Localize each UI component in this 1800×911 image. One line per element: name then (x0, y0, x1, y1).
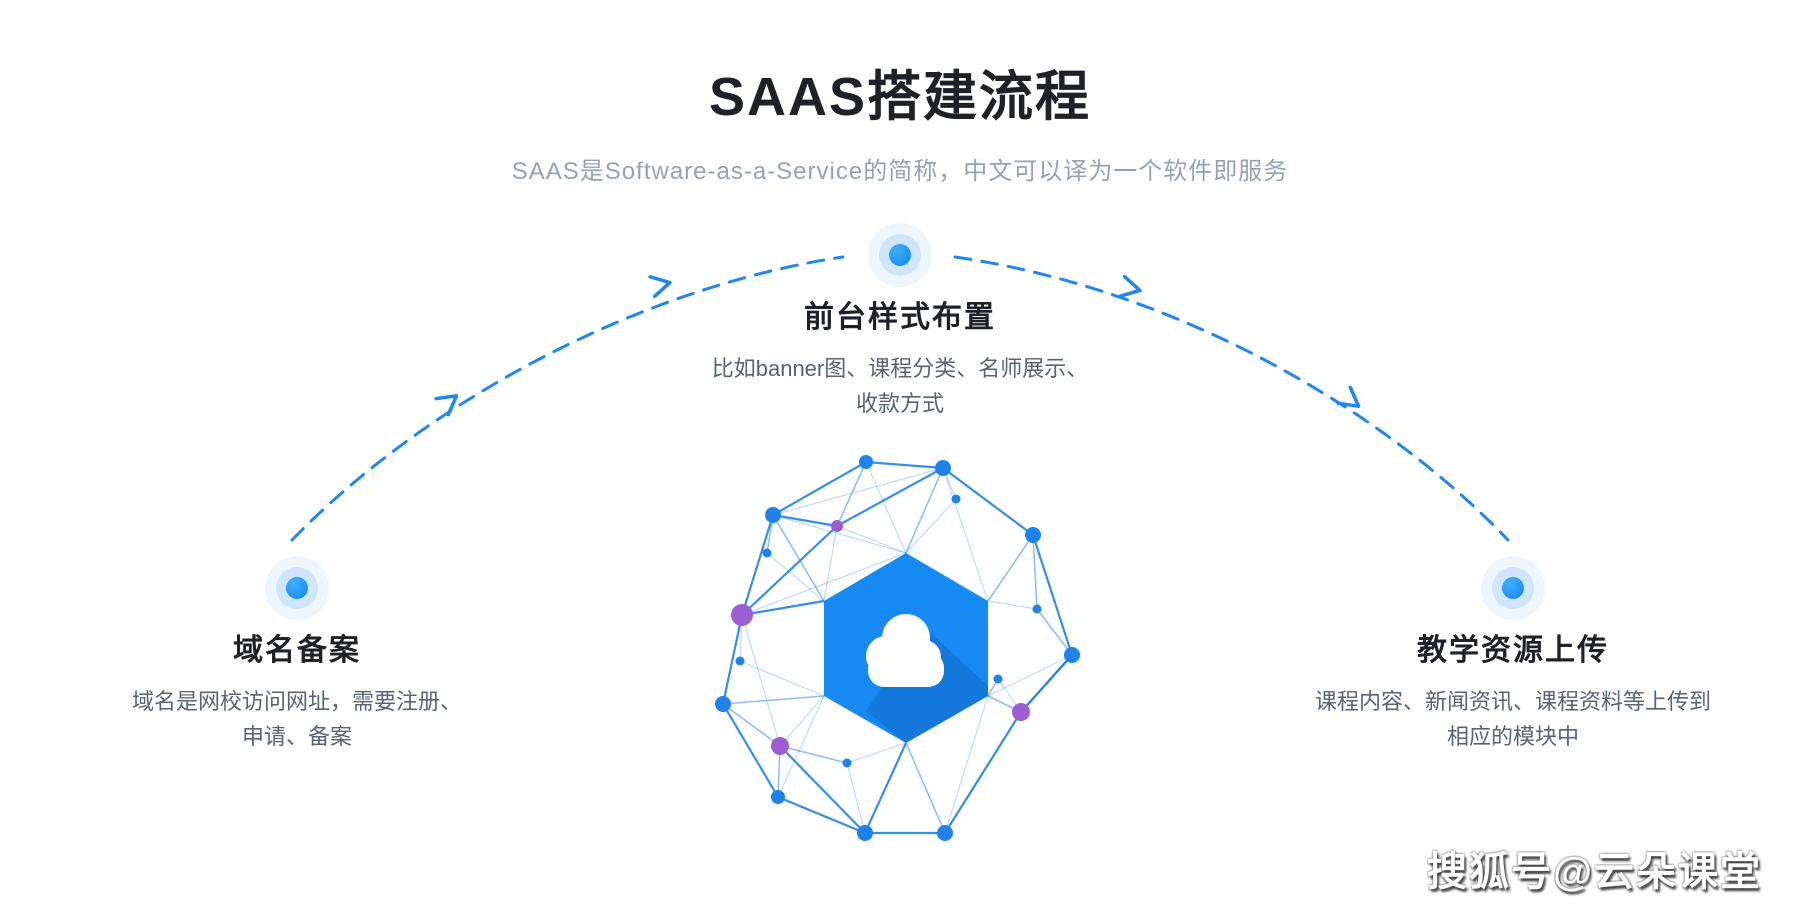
step-desc-line: 域名是网校访问网址，需要注册、 (131, 689, 462, 714)
network-sphere-graphic (715, 455, 1080, 841)
network-ring (721, 460, 1074, 835)
step-marker-dot-icon (868, 223, 932, 287)
step-resource-upload: 教学资源上传 课程内容、新闻资讯、课程资料等上传到 相应的模块中 (1233, 556, 1793, 754)
flow-arc-right (953, 255, 1510, 542)
step-desc-line: 收款方式 (855, 391, 944, 416)
step-title: 教学资源上传 (1417, 634, 1609, 667)
flow-arc-left (290, 255, 845, 542)
step-desc-line: 申请、备案 (241, 724, 352, 749)
step-marker-dot-icon (265, 556, 329, 620)
page-title: SAAS搭建流程 (708, 67, 1092, 127)
arrowhead-icon (434, 394, 459, 417)
step-title: 域名备案 (233, 634, 361, 667)
arrowhead-icon (1336, 385, 1361, 408)
arrowhead-icon (648, 275, 672, 299)
arrowhead-icon (1118, 274, 1142, 298)
hexagon-shape (824, 553, 988, 743)
step-frontend-layout: 前台样式布置 比如banner图、课程分类、名师展示、 收款方式 (620, 223, 1180, 421)
step-desc-line: 比如banner图、课程分类、名师展示、 (711, 356, 1089, 381)
step-desc-line: 课程内容、新闻资讯、课程资料等上传到 (1314, 689, 1711, 714)
purple-node (771, 737, 789, 755)
purple-node (831, 520, 843, 532)
header: SAAS搭建流程 SAAS是Software-as-a-Service的简称，中… (0, 52, 1800, 186)
step-desc-line: 相应的模块中 (1446, 724, 1579, 749)
cloud-icon (866, 614, 944, 687)
page-subtitle: SAAS是Software-as-a-Service的简称，中文可以译为一个软件… (511, 158, 1289, 185)
step-title: 前台样式布置 (804, 301, 996, 334)
step-marker-dot-icon (1481, 556, 1545, 620)
network-nodes (715, 455, 1080, 841)
purple-node (731, 604, 753, 626)
purple-node (1012, 703, 1030, 721)
watermark: 搜狐号@云朵课堂 (1426, 850, 1762, 894)
step-domain-registration: 域名备案 域名是网校访问网址，需要注册、 申请、备案 (17, 556, 577, 754)
step-description: 比如banner图、课程分类、名师展示、 收款方式 (620, 351, 1180, 421)
step-description: 域名是网校访问网址，需要注册、 申请、备案 (17, 684, 577, 754)
step-description: 课程内容、新闻资讯、课程资料等上传到 相应的模块中 (1233, 684, 1793, 754)
